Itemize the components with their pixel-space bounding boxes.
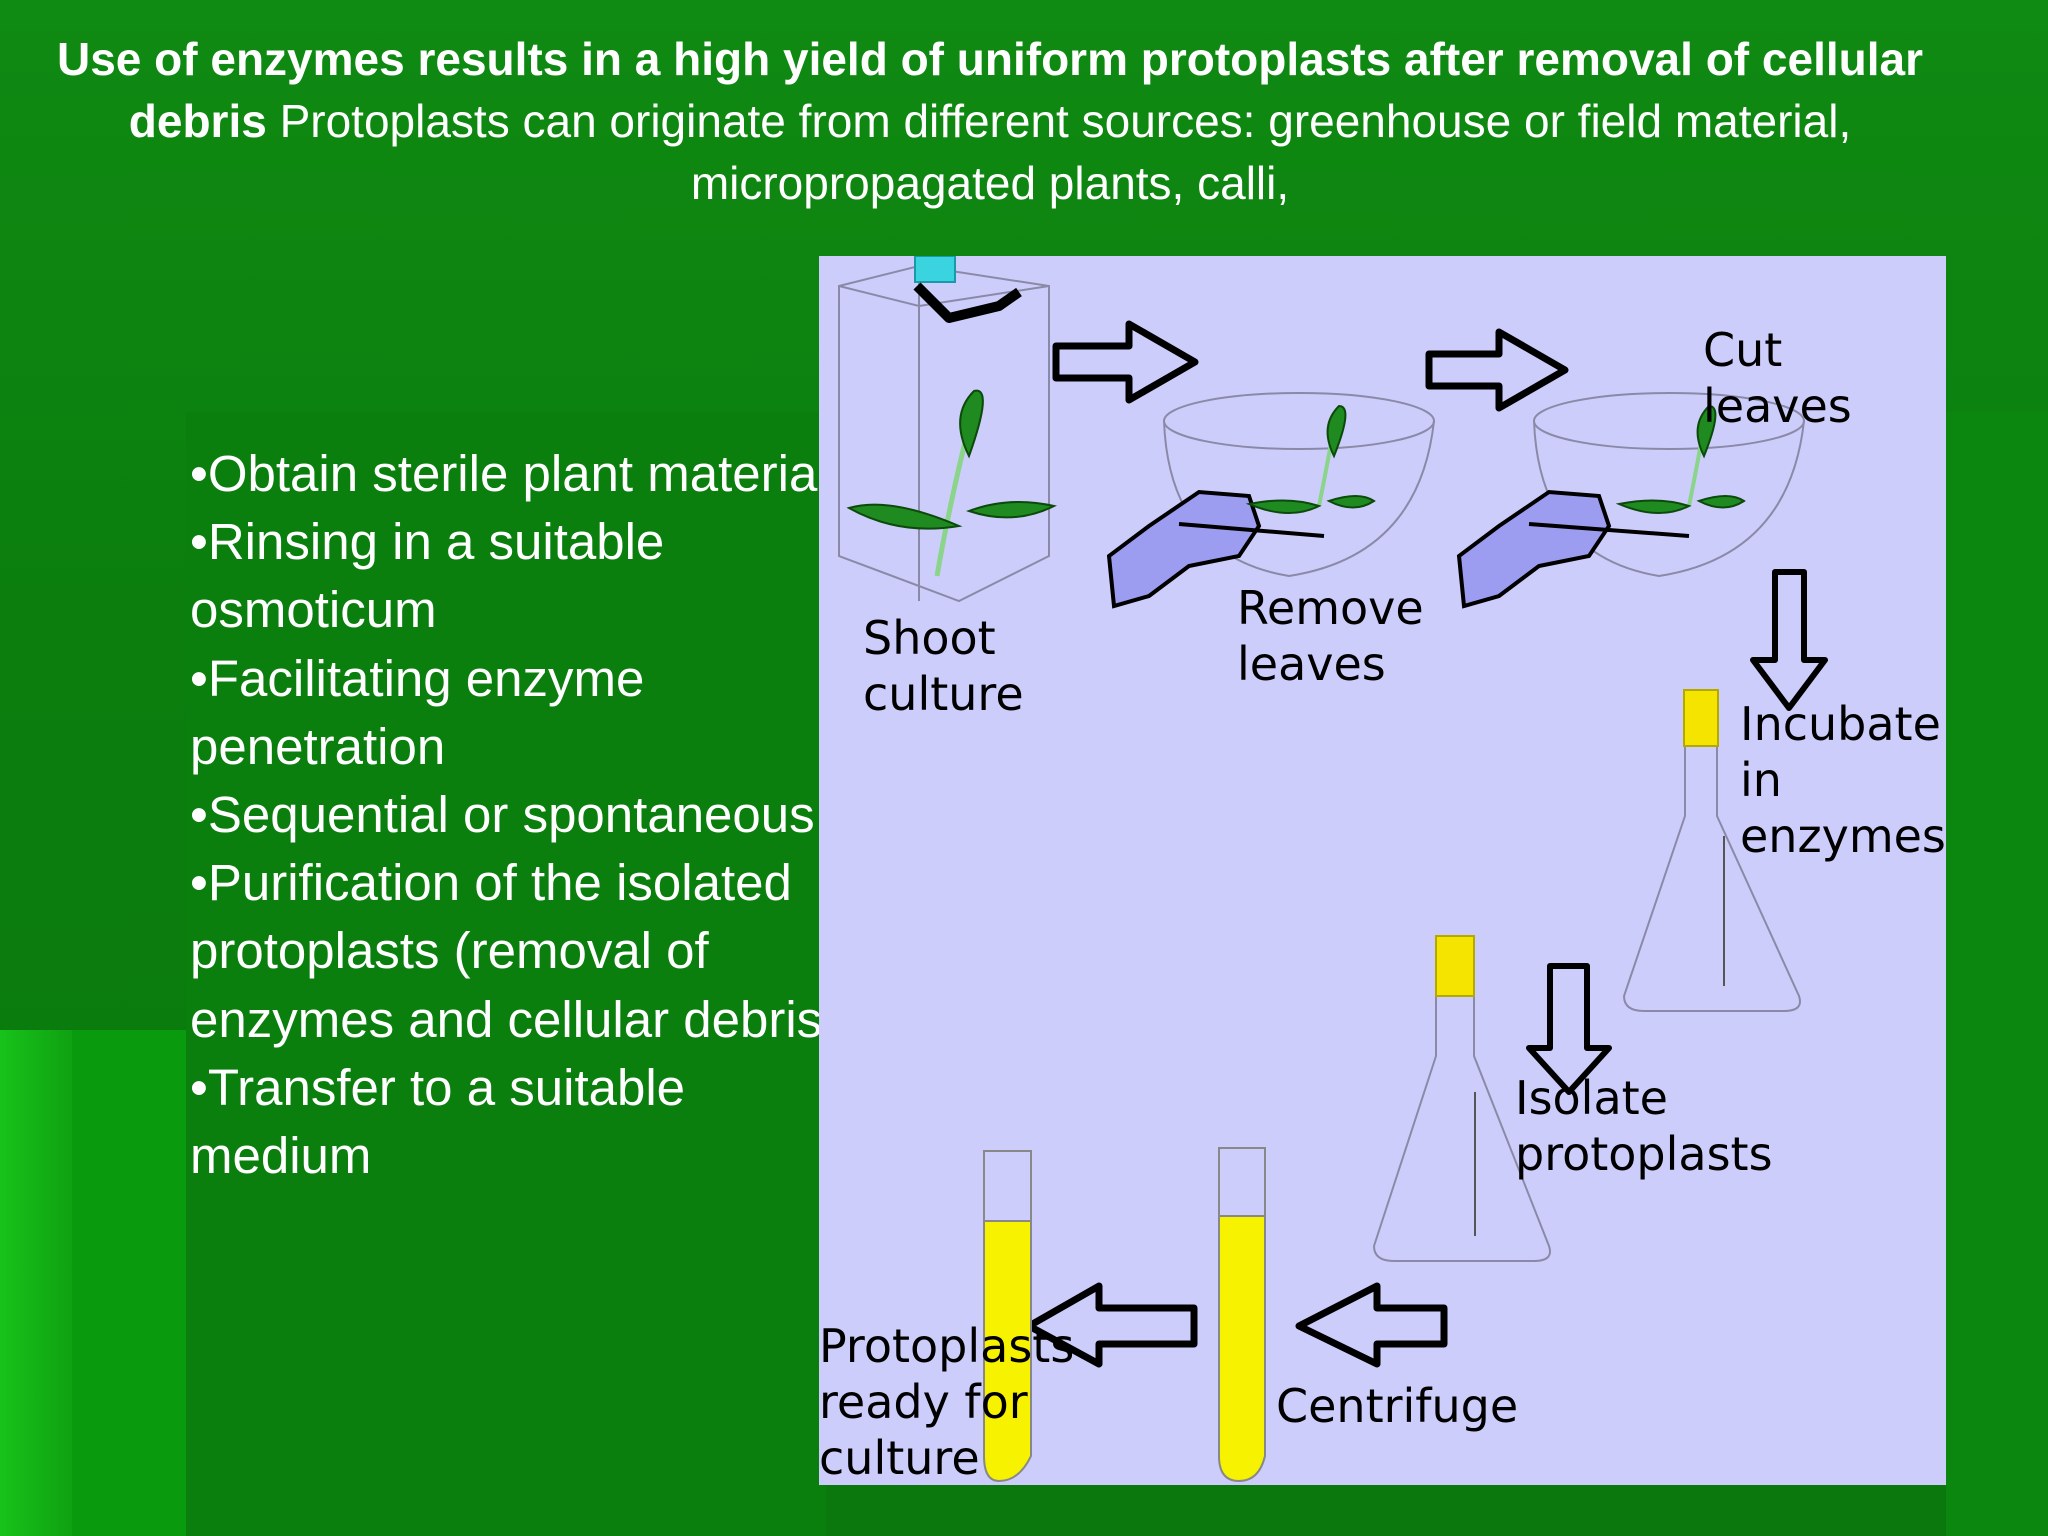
- centrifuge-tube-icon: [1218, 1147, 1266, 1483]
- title-normal: Protoplasts can originate from different…: [279, 95, 1852, 209]
- title-bold: Use of enzymes results in a high yield o…: [57, 33, 1923, 147]
- bg-block-mid: [72, 1030, 190, 1536]
- arrow-right-icon: [1425, 328, 1569, 412]
- bullet-list: •Obtain sterile plant material •Rinsing …: [190, 440, 850, 1190]
- arrow-left-icon: [1025, 1282, 1198, 1368]
- arrow-left-icon: [1295, 1282, 1448, 1368]
- slide-title: Use of enzymes results in a high yield o…: [40, 28, 1940, 214]
- bullet-item: •Obtain sterile plant material: [190, 445, 829, 502]
- plant-icon: [846, 389, 1057, 577]
- leaf-icon: [1615, 404, 1746, 515]
- culture-tube-icon: [983, 1150, 1032, 1483]
- jar-handle-icon: [913, 282, 1022, 323]
- bullet-item: •Facilitating enzyme penetration: [190, 649, 645, 775]
- glove-hand-icon: [1106, 489, 1325, 609]
- label-shoot-culture: Shoot culture: [863, 611, 1024, 721]
- arrow-down-icon: [1750, 569, 1828, 711]
- diagram-illustration: [838, 256, 1828, 1483]
- arrow-down-icon: [1526, 963, 1612, 1095]
- petri-dish-icon: [1163, 392, 1435, 578]
- bg-block-left: [0, 1030, 72, 1536]
- label-incubate-in-enzymes: Incubate in enzymes: [1740, 697, 1946, 863]
- bullet-item: •Sequential or spontaneous: [190, 786, 815, 844]
- bullet-item: •Transfer to a suitable medium: [190, 1058, 686, 1185]
- protoplast-isolation-diagram: Shoot culture Remove leaves Cut leaves I…: [819, 256, 1946, 1485]
- label-remove-leaves: Remove leaves: [1237, 581, 1424, 691]
- label-centrifuge: Centrifuge: [1276, 1379, 1519, 1433]
- label-protoplasts-ready: Protoplasts ready for culture: [819, 1319, 1075, 1485]
- bg-block-panel: [186, 412, 826, 1536]
- leaf-icon: [1245, 404, 1376, 515]
- glove-hand-icon: [1456, 489, 1690, 609]
- bullet-item: •Rinsing in a suitable osmoticum: [190, 513, 665, 639]
- bullet-item: •Purification of the isolated protoplast…: [190, 854, 840, 1048]
- label-cut-leaves: Cut leaves: [1703, 323, 1852, 433]
- jar-cap-icon: [914, 256, 956, 283]
- arrow-right-icon: [1052, 320, 1199, 404]
- bg-block-right: [1946, 412, 2048, 1536]
- flask-icon: [1622, 689, 1801, 1012]
- label-isolate-protoplasts: Isolate protoplasts: [1515, 1071, 1773, 1181]
- flask-icon: [1372, 935, 1551, 1262]
